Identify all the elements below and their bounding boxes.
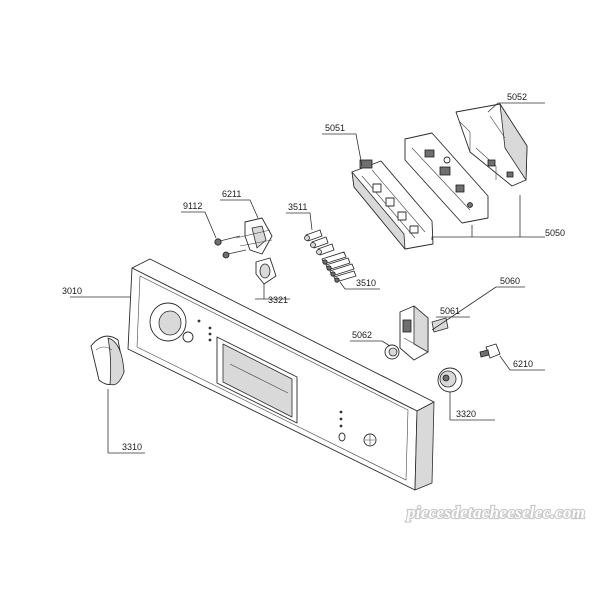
label-5061: 5061 xyxy=(440,306,460,316)
label-5052: 5052 xyxy=(507,92,527,102)
electronic-board-5050 xyxy=(404,132,489,224)
key-frame-5051 xyxy=(351,159,434,250)
buttons-3510 xyxy=(321,251,357,283)
leader-lines xyxy=(70,102,545,454)
push-knob-3320 xyxy=(437,367,463,393)
watermark-text: piecesdetacheeselec.com xyxy=(405,503,585,522)
light-guide-6211 xyxy=(235,217,273,255)
label-3010: 3010 xyxy=(62,286,82,296)
label-6211: 6211 xyxy=(222,189,241,199)
label-3320: 3320 xyxy=(456,409,476,419)
label-3321: 3321 xyxy=(268,295,288,305)
label-3511: 3511 xyxy=(288,202,307,212)
label-3510: 3510 xyxy=(356,278,376,288)
screw-9112 xyxy=(214,235,247,259)
actuator-3321 xyxy=(255,257,277,285)
label-5051: 5051 xyxy=(325,123,345,133)
mounting-bracket-5052 xyxy=(455,103,528,187)
part-labels: 5052 5051 5050 6211 9112 3511 3510 3321 … xyxy=(62,92,565,452)
switch-cap-5062 xyxy=(384,344,400,360)
label-6210: 6210 xyxy=(513,359,533,369)
main-switch-5060 xyxy=(399,305,429,361)
buttons-3511 xyxy=(304,229,335,256)
lamp-6210 xyxy=(479,343,501,359)
control-panel-fascia xyxy=(127,258,435,491)
label-9112: 9112 xyxy=(183,201,202,211)
knob-3310 xyxy=(90,335,125,386)
label-3310: 3310 xyxy=(122,442,142,452)
label-5050: 5050 xyxy=(545,228,565,238)
label-5060: 5060 xyxy=(500,276,520,286)
label-5062: 5062 xyxy=(352,330,372,340)
